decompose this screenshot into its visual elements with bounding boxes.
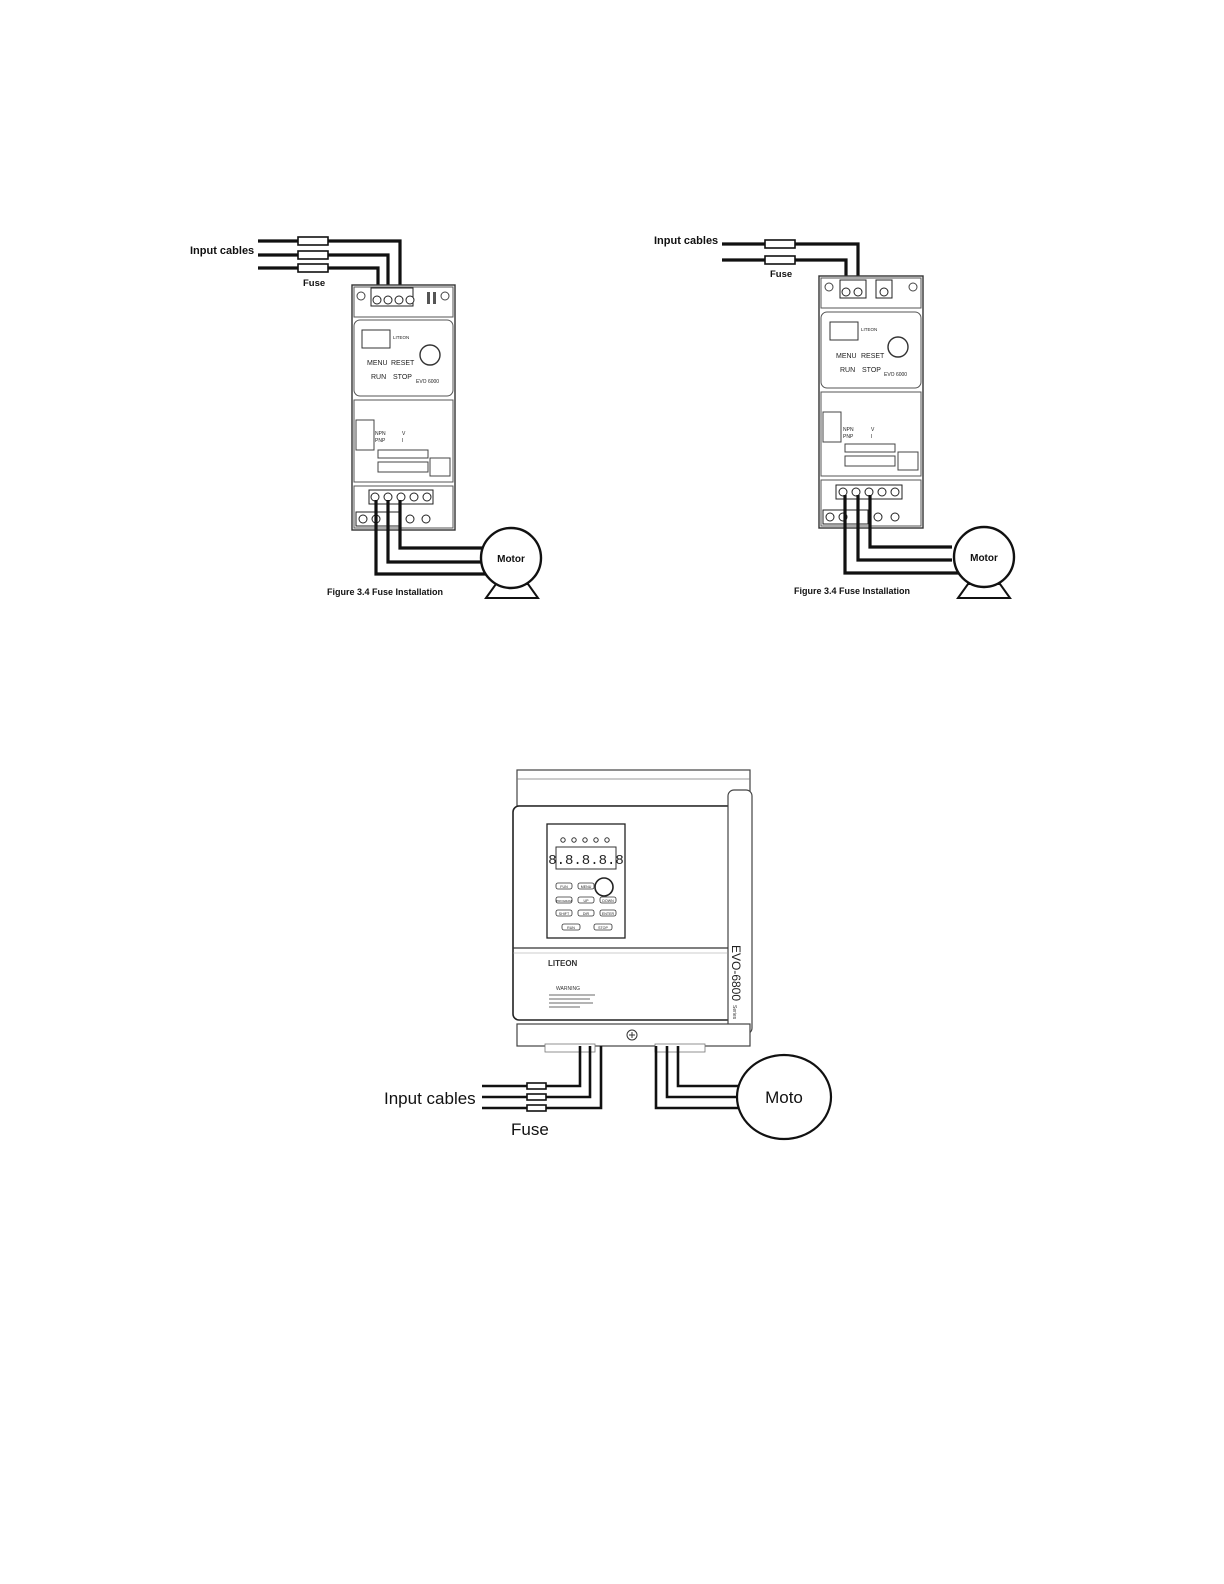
enter-key: ENTER [602,912,615,916]
input-wires [482,1046,603,1110]
input-terminal-block [839,279,893,299]
diagram-single-phase: Input cables Fuse LITEON [654,235,1016,599]
motor-label: Moto [765,1088,803,1107]
fuse-label: Fuse [511,1120,549,1139]
fuse-icon [764,239,796,249]
reset-key: RESET [861,353,885,360]
v-label: V [871,427,875,433]
status-leds [560,837,610,843]
run-key: RUN [371,374,386,381]
fuse-icon [297,250,329,260]
brand-label: LITEON [861,327,877,332]
input-wires [258,239,402,290]
warning-label: WARNING [556,986,580,992]
fun-key: FUN [560,885,568,889]
fuse-icon [297,263,329,273]
stop-key: STOP [598,926,608,930]
fuse-label: Fuse [303,278,325,289]
run-key: RUN [840,367,855,374]
brand-label: LITEON [393,335,409,340]
fuse-icon [526,1093,547,1101]
fuse-icon [526,1082,547,1090]
motor-icon: Moto [735,1053,833,1141]
fuse-label: Fuse [770,269,792,280]
npn-label: NPN [375,431,386,437]
diagram-large-drive: 8.8.8.8.8 FUN MENU PROGRAM UP DOWN SHIFT… [384,769,833,1141]
figure-caption: Figure 3.4 Fuse Installation [794,586,910,596]
i-label: I [871,434,872,440]
input-cables-label: Input cables [190,245,254,257]
fuse-icons [526,1082,547,1112]
figure-caption: Figure 3.4 Fuse Installation [327,587,443,597]
menu-key: MENU [836,353,857,360]
brand-logo: LITEON [548,959,578,968]
inverter-drive-large: 8.8.8.8.8 FUN MENU PROGRAM UP DOWN SHIFT… [512,769,753,1053]
input-terminal-block [370,287,436,307]
output-wires [654,1046,744,1110]
stop-key: STOP [393,374,412,381]
input-cables-label: Input cables [654,235,718,247]
npn-label: NPN [843,427,854,433]
fuse-icons [297,236,329,273]
input-cables-label: Input cables [384,1089,476,1108]
down-key: DOWN [602,899,614,903]
motor-label: Motor [970,553,998,564]
program-key: PROGRAM [556,899,572,903]
pnp-label: PNP [375,438,386,444]
pnp-label: PNP [843,434,854,440]
fuse-icon [297,236,329,246]
run-key: RUN [567,926,575,930]
model-label: EVO-6800 [729,945,743,1001]
shift-key: SHIFT [559,912,570,916]
motor-label: Motor [497,554,525,565]
dir-key: DIR [583,912,590,916]
fuse-icon [764,255,796,265]
fuse-icon [526,1104,547,1112]
inverter-drive: LITEON MENU RESET RUN STOP EVO 6000 NPN … [351,284,456,531]
stop-key: STOP [862,367,881,374]
diagram-three-phase: Input cables Fuse [190,236,543,599]
output-wires [374,500,490,576]
model-label: EVO 6000 [884,372,907,378]
model-label: EVO 6000 [416,379,439,385]
inverter-drive: LITEON MENU RESET RUN STOP EVO 6000 NPN … [818,275,924,529]
fuse-icons [764,239,796,265]
series-label: Series [731,1005,737,1020]
i-label: I [402,438,403,444]
reset-key: RESET [391,360,415,367]
menu-key: MENU [367,360,388,367]
motor-icon: Motor [479,526,543,599]
up-key: UP [584,899,590,903]
output-terminal-block [355,489,434,527]
keypad-keys: FUN MENU PROGRAM UP DOWN SHIFT DIR ENTER… [555,882,617,931]
seven-segment-display: 8.8.8.8.8 [548,853,624,869]
menu-key: MENU [581,885,592,889]
v-label: V [402,431,406,437]
motor-icon: Motor [952,525,1016,599]
output-wires [843,495,960,575]
